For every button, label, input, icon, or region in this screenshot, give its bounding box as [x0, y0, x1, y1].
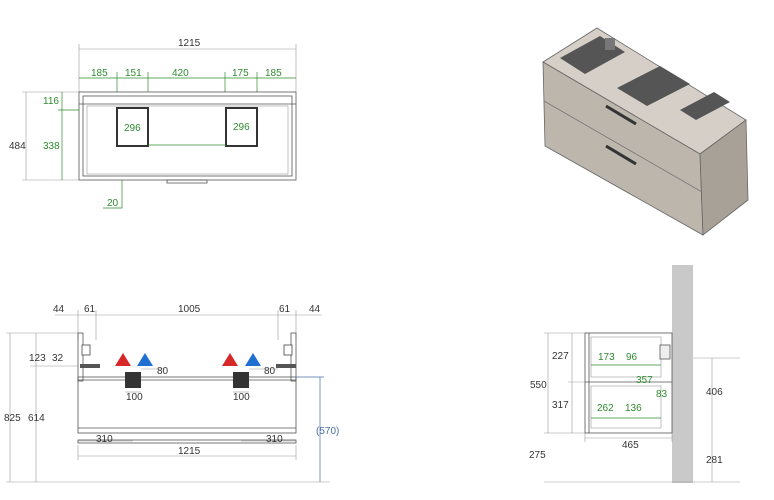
cold-water-icon: [137, 353, 261, 366]
side-lower-136: 136: [625, 403, 642, 414]
top-plinth-offset: 20: [107, 198, 119, 209]
top-overall-width: 1215: [178, 38, 201, 49]
side-upper-96: 96: [626, 352, 638, 363]
front-top-dim-3: 1005: [178, 304, 201, 315]
side-left-275: 275: [529, 450, 546, 461]
cabinet-3d-icon: [542, 27, 749, 236]
front-left-825: 825: [4, 413, 21, 424]
top-seg-1: 185: [91, 68, 108, 79]
drain-left-width: 100: [126, 392, 143, 403]
top-left-lower: 338: [43, 141, 60, 152]
drain-right-width: 100: [233, 392, 250, 403]
top-left-total: 484: [9, 141, 26, 152]
front-bottom-right: 310: [266, 434, 283, 445]
side-mid-83: 83: [656, 389, 668, 400]
front-right-height: (570): [316, 426, 339, 437]
front-top-dim-1: 44: [53, 304, 65, 315]
front-bottom-left: 310: [96, 434, 113, 445]
front-overall-width: 1215: [178, 446, 201, 457]
top-cutout-left: [116, 107, 149, 147]
front-view: 44 61 1005 61 44 123 32 825 614: [4, 304, 339, 483]
wall: [672, 265, 693, 483]
front-top-dim-5: 44: [309, 304, 321, 315]
side-mid-357: 357: [636, 375, 653, 386]
top-cabinet-outline: [78, 91, 297, 181]
front-cabinet-body: [77, 376, 297, 434]
side-right-281: 281: [706, 455, 723, 466]
front-left-32: 32: [52, 353, 64, 364]
top-seg-2: 151: [125, 68, 142, 79]
drain-left: [125, 372, 141, 388]
side-view: 227 550 317 275 173 96 357 83 262 136 46…: [529, 265, 740, 483]
side-upper-173: 173: [598, 352, 615, 363]
top-seg-3: 420: [172, 68, 189, 79]
front-top-dim-4: 61: [279, 304, 291, 315]
front-top-dim-2: 61: [84, 304, 96, 315]
side-left-550: 550: [530, 380, 547, 391]
side-depth: 465: [622, 440, 639, 451]
top-view: 1215 185 151 420 175 185 296 296 484 116…: [9, 38, 297, 209]
front-left-614: 614: [28, 413, 45, 424]
top-left-upper: 116: [43, 96, 59, 107]
side-cabinet-outline: [584, 332, 673, 434]
top-cutout-right-label: 296: [233, 122, 250, 133]
front-left-123: 123: [29, 353, 46, 364]
side-lower-262: 262: [597, 403, 614, 414]
top-cutout-left-label: 296: [124, 123, 141, 134]
front-pipe-offset-right: 80: [264, 366, 276, 377]
side-right-406: 406: [706, 387, 723, 398]
drain-right: [233, 372, 249, 388]
hot-water-icon: [115, 353, 238, 366]
top-cutout-right: [225, 107, 258, 147]
front-pipe-offset-left: 80: [157, 366, 169, 377]
top-seg-5: 185: [265, 68, 282, 79]
side-left-227: 227: [552, 351, 569, 362]
side-left-317: 317: [552, 400, 569, 411]
top-seg-4: 175: [232, 68, 249, 79]
